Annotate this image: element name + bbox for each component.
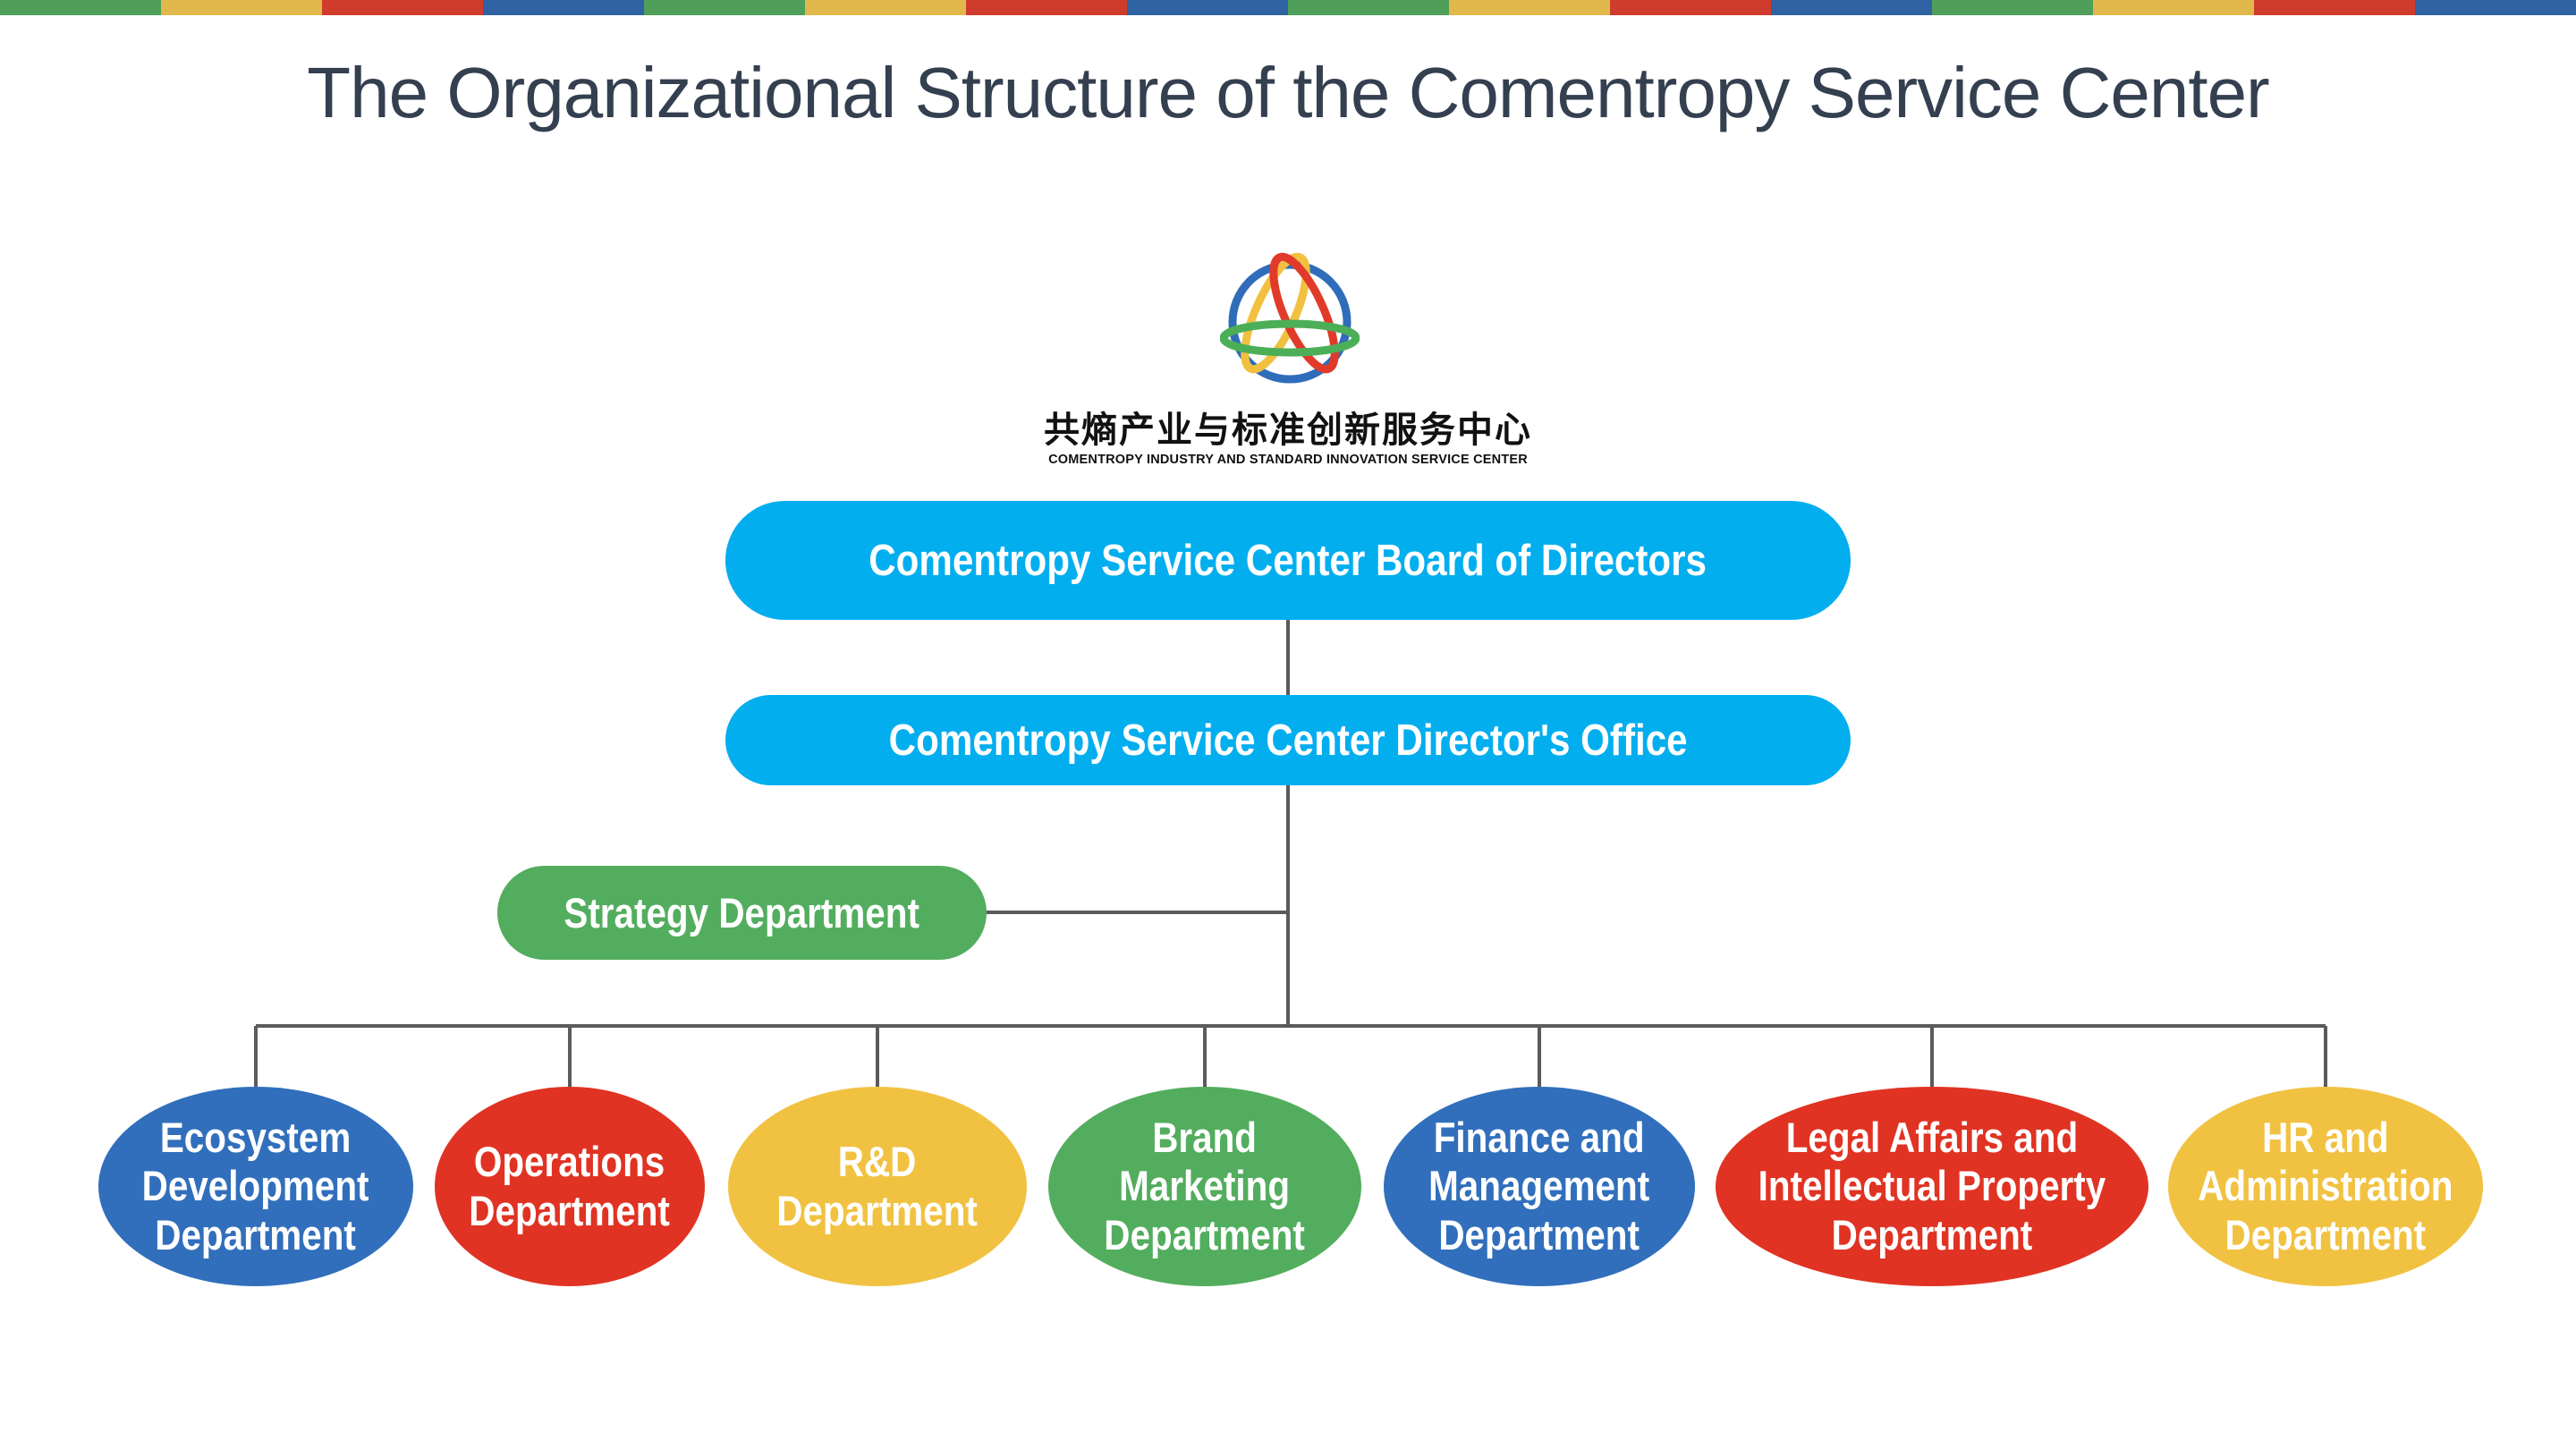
strategy-department-node[interactable]: Strategy Department bbox=[497, 866, 987, 960]
stripe-segment bbox=[1771, 0, 1932, 15]
department-node[interactable]: R&D Department bbox=[728, 1087, 1027, 1286]
board-of-directors-label: Comentropy Service Center Board of Direc… bbox=[869, 536, 1707, 585]
color-stripe-bar bbox=[0, 0, 2576, 15]
stripe-segment bbox=[1127, 0, 1288, 15]
organization-name-chinese: 共熵产业与标准创新服务中心 bbox=[1044, 410, 1532, 451]
department-label: Ecosystem Development Department bbox=[142, 1114, 369, 1258]
stripe-segment bbox=[1610, 0, 1771, 15]
stripe-segment bbox=[483, 0, 644, 15]
interlocked-rings-logo-icon bbox=[1219, 249, 1360, 388]
department-node[interactable]: HR and Administration Department bbox=[2168, 1087, 2483, 1286]
department-node[interactable]: Ecosystem Development Department bbox=[98, 1087, 413, 1286]
department-node[interactable]: Finance and Management Department bbox=[1384, 1087, 1695, 1286]
board-of-directors-node[interactable]: Comentropy Service Center Board of Direc… bbox=[725, 501, 1851, 620]
organization-name-english: COMENTROPY INDUSTRY AND STANDARD INNOVAT… bbox=[1048, 453, 1528, 467]
department-label: Finance and Management Department bbox=[1428, 1114, 1650, 1258]
stripe-segment bbox=[1449, 0, 1610, 15]
department-label: Brand Marketing Department bbox=[1104, 1114, 1306, 1258]
stripe-segment bbox=[161, 0, 322, 15]
stripe-segment bbox=[0, 0, 161, 15]
directors-office-label: Comentropy Service Center Director's Off… bbox=[888, 716, 1688, 765]
stripe-segment bbox=[2415, 0, 2576, 15]
stripe-segment bbox=[2093, 0, 2254, 15]
page-title: The Organizational Structure of the Come… bbox=[307, 53, 2269, 132]
stripe-segment bbox=[2254, 0, 2415, 15]
directors-office-node[interactable]: Comentropy Service Center Director's Off… bbox=[725, 695, 1851, 785]
department-label: HR and Administration Department bbox=[2198, 1114, 2453, 1258]
department-node[interactable]: Brand Marketing Department bbox=[1048, 1087, 1361, 1286]
stripe-segment bbox=[1288, 0, 1449, 15]
stripe-segment bbox=[966, 0, 1127, 15]
department-label: Operations Department bbox=[469, 1138, 671, 1234]
stripe-segment bbox=[1932, 0, 2093, 15]
stripe-segment bbox=[805, 0, 966, 15]
department-label: Legal Affairs and Intellectual Property … bbox=[1758, 1114, 2106, 1258]
strategy-department-label: Strategy Department bbox=[564, 889, 920, 936]
stripe-segment bbox=[322, 0, 483, 15]
department-node[interactable]: Legal Affairs and Intellectual Property … bbox=[1716, 1087, 2148, 1286]
department-node[interactable]: Operations Department bbox=[435, 1087, 705, 1286]
stripe-segment bbox=[644, 0, 805, 15]
department-label: R&D Department bbox=[776, 1138, 979, 1234]
